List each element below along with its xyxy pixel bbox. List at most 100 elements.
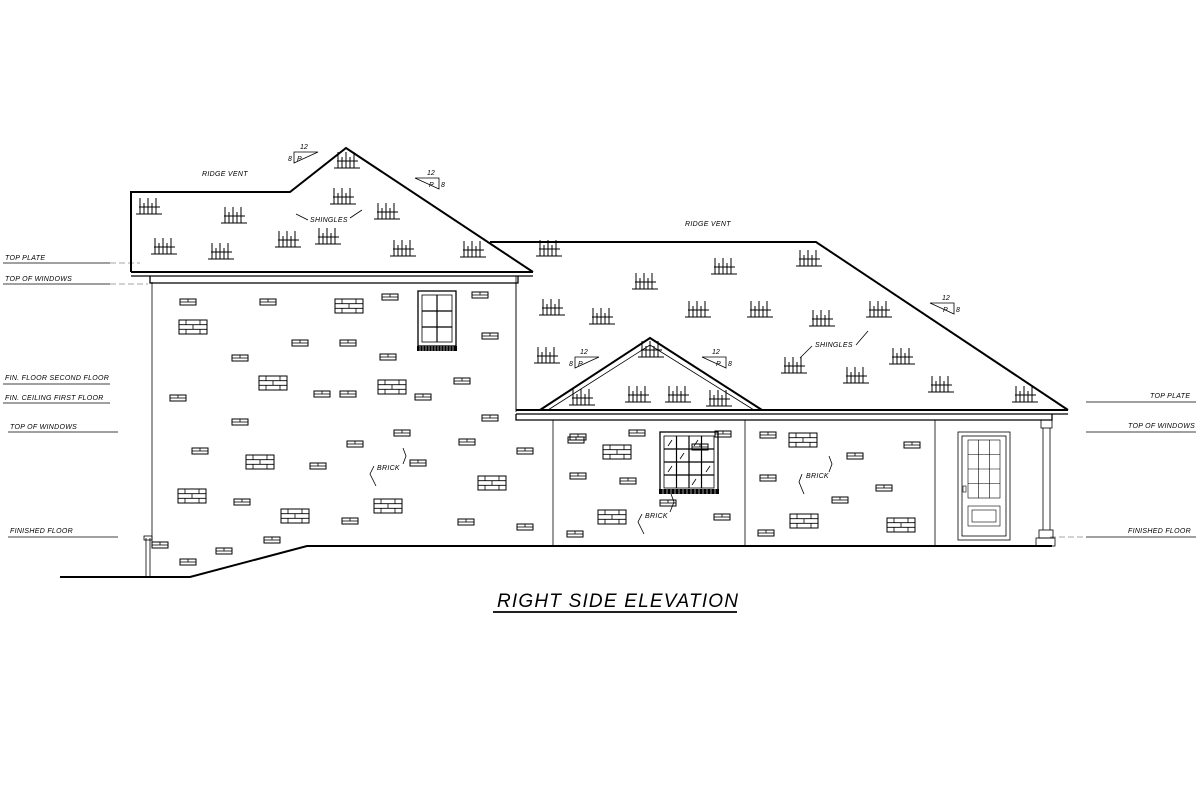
brick-mark xyxy=(339,339,357,347)
brick-mark xyxy=(516,447,534,455)
shingle-mark xyxy=(315,228,341,245)
brick-mark xyxy=(713,513,731,521)
level-label-top-plate-right: TOP PLATE xyxy=(1150,393,1190,400)
upper-window xyxy=(417,290,457,351)
pitch-symbol-lower-right: 12 8 P xyxy=(929,295,960,315)
shingle-mark xyxy=(208,243,234,260)
svg-text:8: 8 xyxy=(728,361,732,368)
left-level-lines xyxy=(3,262,148,538)
shingle-mark xyxy=(843,367,869,384)
brick-mark xyxy=(263,536,281,544)
shingle-mark xyxy=(632,273,658,290)
porch-column xyxy=(1035,419,1056,547)
brick-mark xyxy=(346,440,364,448)
svg-text:P: P xyxy=(716,361,721,368)
brick-mark xyxy=(714,430,732,438)
brick-mark xyxy=(481,332,499,340)
note-brick-left: BRICK xyxy=(377,465,400,472)
brick-mark xyxy=(846,452,864,460)
pitch-symbol-gable-left: 12 8 P xyxy=(569,349,600,369)
brick-mark xyxy=(291,339,309,347)
brick-mark xyxy=(309,462,327,470)
lower-roof xyxy=(490,241,1069,421)
shingle-mark xyxy=(796,250,822,267)
svg-text:12: 12 xyxy=(580,349,588,356)
shingle-mark xyxy=(928,376,954,393)
svg-text:12: 12 xyxy=(712,349,720,356)
brick-mark xyxy=(628,429,646,437)
brick-mark xyxy=(231,354,249,362)
brick-cluster xyxy=(789,513,819,529)
brick-cluster xyxy=(602,444,632,460)
pitch-symbol-upper-right: 12 8 P xyxy=(414,170,445,190)
brick-mark xyxy=(381,293,399,301)
note-ridge-vent-upper: RIDGE VENT xyxy=(202,171,248,178)
brick-mark xyxy=(339,390,357,398)
shingle-mark xyxy=(781,357,807,374)
shingle-mark xyxy=(534,347,560,364)
shingle-mark xyxy=(390,240,416,257)
brick-mark xyxy=(313,390,331,398)
shingle-mark xyxy=(625,386,651,403)
brick-cluster xyxy=(258,375,288,391)
brick-mark xyxy=(471,291,489,299)
shingle-mark xyxy=(539,299,565,316)
shingle-mark xyxy=(374,203,400,220)
brick-mark xyxy=(903,441,921,449)
shingle-mark xyxy=(589,308,615,325)
brick-cluster xyxy=(280,508,310,524)
brick-mark xyxy=(759,431,777,439)
brick-mark xyxy=(169,394,187,402)
brick-mark xyxy=(757,529,775,537)
shingle-mark xyxy=(866,301,892,318)
shingle-mark xyxy=(711,258,737,275)
brick-cluster xyxy=(886,517,916,533)
brick-mark xyxy=(259,298,277,306)
lower-window xyxy=(659,431,719,494)
shingle-mark xyxy=(460,241,486,258)
brick-mark xyxy=(458,438,476,446)
brick-mark xyxy=(831,496,849,504)
svg-text:12: 12 xyxy=(942,295,950,302)
brick-mark xyxy=(231,418,249,426)
brick-cluster xyxy=(245,454,275,470)
brick-mark xyxy=(151,541,169,549)
brick-cluster xyxy=(334,298,364,314)
brick-mark xyxy=(691,443,709,451)
brick-mark xyxy=(409,459,427,467)
porch-door xyxy=(957,431,1011,541)
pitch-symbol-gable-right: 12 8 P xyxy=(701,349,732,369)
shingle-mark xyxy=(1012,386,1038,403)
brick-mark xyxy=(759,474,777,482)
upper-roof xyxy=(130,146,534,284)
brick-mark xyxy=(453,377,471,385)
brick-mark xyxy=(393,429,411,437)
brick-mark xyxy=(179,558,197,566)
svg-text:8: 8 xyxy=(569,361,573,368)
brick-hatch-marks xyxy=(151,291,921,566)
svg-text:P: P xyxy=(297,156,302,163)
svg-text:P: P xyxy=(943,307,948,314)
shingle-mark xyxy=(569,389,595,406)
level-label-top-of-windows-lower: TOP OF WINDOWS xyxy=(10,424,77,431)
shingle-mark xyxy=(536,240,562,257)
brick-mark xyxy=(233,498,251,506)
shingle-mark xyxy=(330,188,356,205)
brick-mark xyxy=(619,477,637,485)
level-label-fin-floor-second: FIN. FLOOR SECOND FLOOR xyxy=(5,375,109,382)
shingle-mark xyxy=(685,301,711,318)
level-label-finished-floor-right: FINISHED FLOOR xyxy=(1128,528,1191,535)
shingle-mark xyxy=(889,348,915,365)
shingle-mark xyxy=(706,390,732,407)
brick-mark xyxy=(875,484,893,492)
shingle-mark xyxy=(665,386,691,403)
brick-cluster xyxy=(788,432,818,448)
shingle-mark xyxy=(221,207,247,224)
svg-text:8: 8 xyxy=(956,307,960,314)
svg-text:P: P xyxy=(578,361,583,368)
note-ridge-vent-lower: RIDGE VENT xyxy=(685,221,731,228)
svg-text:8: 8 xyxy=(441,182,445,189)
brick-mark xyxy=(379,353,397,361)
right-level-lines xyxy=(1050,401,1196,538)
